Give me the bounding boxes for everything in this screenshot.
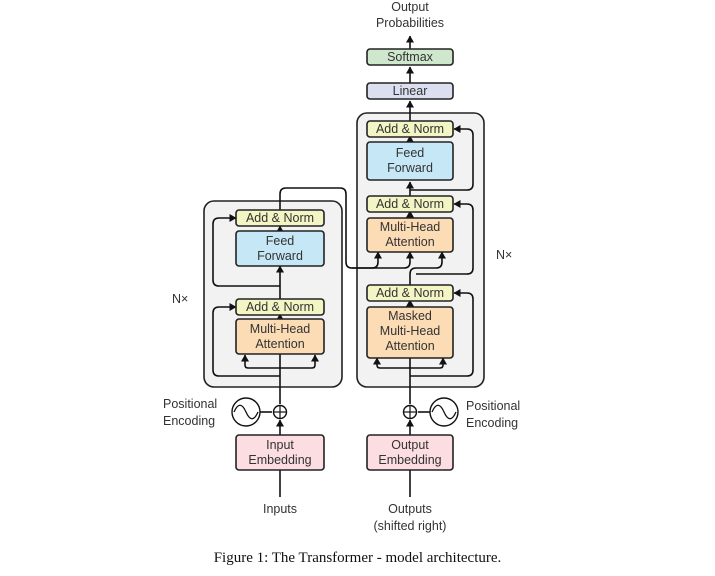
decoder-feed-forward-label-1: Feed	[396, 146, 425, 160]
inputs-label: Inputs	[263, 502, 297, 516]
encoder-attention	[235, 318, 325, 355]
output-embedding-label-2: Embedding	[378, 453, 441, 467]
masked-attention-label-1: Masked	[388, 309, 432, 323]
decoder-pos-enc-label-2: Encoding	[466, 416, 518, 430]
decoder-add-norm-bottom-label: Add & Norm	[376, 286, 444, 300]
encoder-positional-encoding	[231, 397, 288, 427]
transformer-diagram: Add & Norm Feed Forward Add & Norm Multi…	[163, 0, 520, 533]
decoder-add-norm-top	[366, 120, 454, 138]
decoder-pos-enc-label-1: Positional	[466, 399, 520, 413]
input-embedding-label-2: Embedding	[248, 453, 311, 467]
decoder-add-norm-middle-label: Add & Norm	[376, 197, 444, 211]
encoder-feed-forward	[235, 230, 325, 267]
encoder-attention-label-1: Multi-Head	[250, 322, 310, 336]
decoder-repeat-label: N×	[496, 248, 512, 262]
decoder-masked-attention	[366, 306, 454, 359]
decoder-add-norm-top-label: Add & Norm	[376, 122, 444, 136]
encoder-attention-label-2: Attention	[255, 337, 304, 351]
decoder-cross-attention-label-1: Multi-Head	[380, 220, 440, 234]
input-embedding	[235, 434, 325, 471]
masked-attention-label-3: Attention	[385, 339, 434, 353]
decoder-positional-encoding	[402, 397, 459, 427]
encoder-add-norm-bottom-label: Add & Norm	[246, 300, 314, 314]
figure-caption: Figure 1: The Transformer - model archit…	[213, 550, 502, 566]
outputs-label-1: Outputs	[388, 502, 432, 516]
softmax-label: Softmax	[387, 50, 434, 64]
encoder-add-norm-top	[235, 209, 325, 227]
connection-wires	[212, 35, 474, 497]
encoder-pos-enc-label-1: Positional	[163, 397, 217, 411]
input-embedding-label-1: Input	[266, 438, 294, 452]
encoder-repeat-label: N×	[172, 292, 188, 306]
encoder-pos-enc-label-2: Encoding	[163, 414, 215, 428]
outputs-label-2: (shifted right)	[374, 519, 447, 533]
decoder-add-norm-bottom	[366, 284, 454, 302]
decoder-feed-forward-label-2: Forward	[387, 161, 433, 175]
linear-box	[366, 82, 454, 100]
encoder-add-norm-top-label: Add & Norm	[246, 211, 314, 225]
output-embedding	[366, 434, 454, 471]
decoder-cross-attention-label-2: Attention	[385, 235, 434, 249]
decoder-feed-forward	[366, 141, 454, 181]
masked-attention-label-2: Multi-Head	[380, 324, 440, 338]
output-label-2: Probabilities	[376, 16, 444, 30]
encoder-feed-forward-label-2: Forward	[257, 249, 303, 263]
encoder-feed-forward-label-1: Feed	[266, 234, 295, 248]
decoder-cross-attention	[366, 217, 454, 253]
output-label-1: Output	[391, 0, 429, 14]
decoder-add-norm-middle	[366, 195, 454, 213]
softmax-box	[366, 48, 454, 66]
encoder-add-norm-bottom	[235, 298, 325, 316]
linear-label: Linear	[393, 84, 428, 98]
output-embedding-label-1: Output	[391, 438, 429, 452]
encoder-stack	[203, 200, 343, 388]
